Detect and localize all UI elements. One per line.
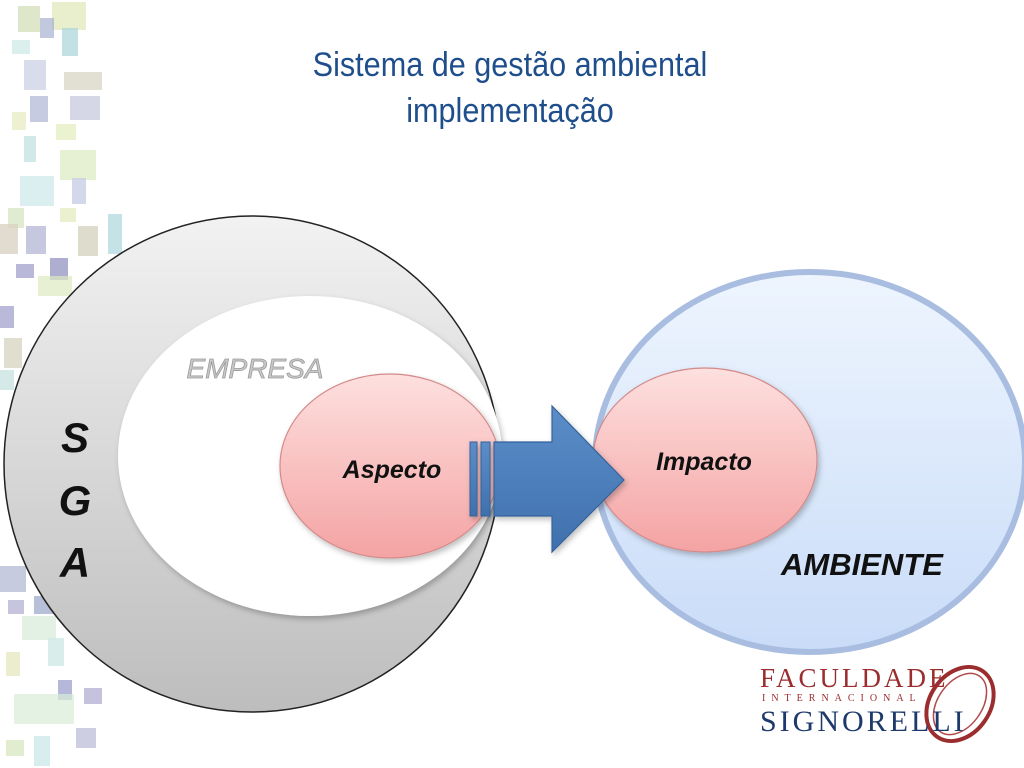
impacto-label: Impacto (656, 448, 752, 476)
aspecto-label: Aspecto (342, 456, 442, 484)
sga-letter-s: S (61, 414, 89, 461)
logo-line-1: FACULDADE (760, 663, 949, 693)
slide-title: Sistema de gestão ambiental implementaçã… (231, 42, 789, 134)
signorelli-logo: FACULDADE INTERNACIONAL SIGNORELLI (740, 655, 1010, 755)
title-line-1: Sistema de gestão ambiental (312, 46, 708, 84)
sga-letter-g: G (59, 477, 92, 524)
arrow-aspect-to-impact (469, 404, 625, 554)
sga-letter-a: A (59, 539, 90, 586)
empresa-label: EMPRESA (187, 353, 324, 384)
decorative-squares-pattern (0, 0, 130, 768)
logo-ring-icon (924, 664, 996, 744)
logo-line-2: INTERNACIONAL (762, 693, 922, 704)
ambiente-label: AMBIENTE (780, 547, 944, 582)
title-line-2: implementação (406, 92, 614, 130)
logo-line-3: SIGNORELLI (760, 705, 967, 738)
